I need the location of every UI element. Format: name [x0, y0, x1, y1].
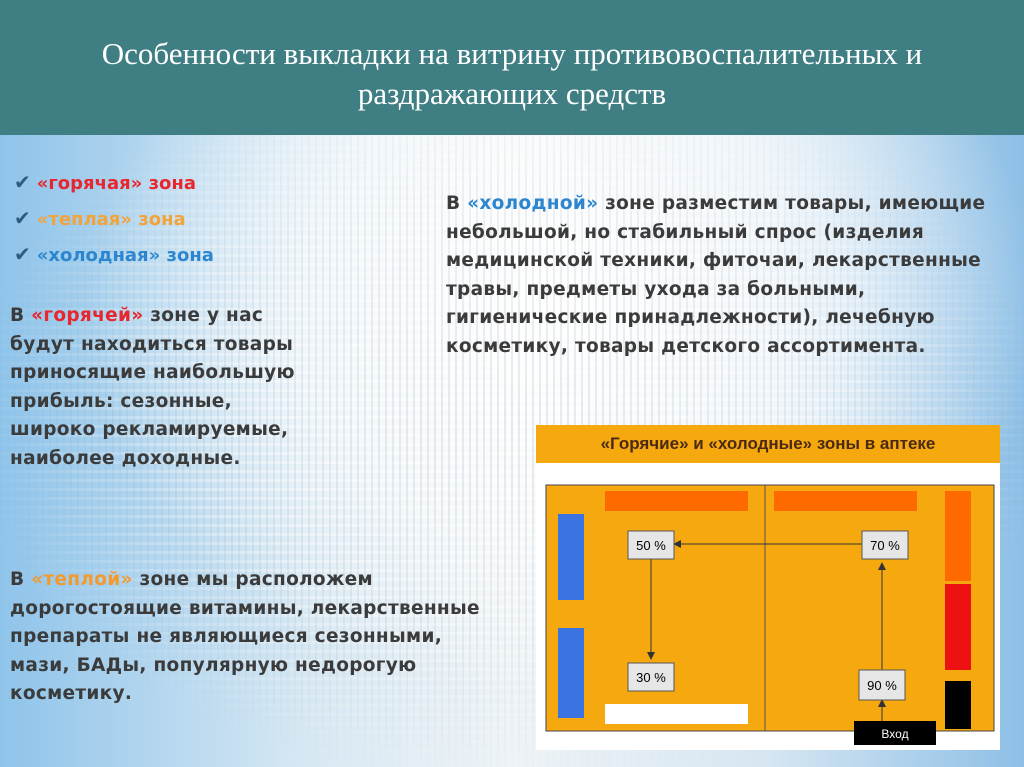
warm-prefix: В — [10, 569, 32, 590]
checkmark-icon: ✔ — [14, 170, 31, 194]
pharmacy-zones-diagram: «Горячие» и «холодные» зоны в аптеке 50 … — [536, 425, 1000, 750]
title-bar: Особенности выкладки на витрину противов… — [0, 0, 1024, 135]
hot-prefix: В — [10, 305, 32, 326]
hot-quote: «горячей» — [31, 305, 144, 326]
box-50 — [627, 530, 675, 560]
box-30 — [627, 662, 675, 692]
zone-item-cold: ✔«холодная» зона — [14, 236, 214, 272]
floor-plan — [545, 484, 995, 732]
zone-item-hot: ✔«горячая» зона — [14, 164, 214, 200]
label-entrance: Вход — [881, 727, 908, 741]
label-90: 90 % — [867, 678, 897, 693]
label-70: 70 % — [870, 538, 900, 553]
right-middle-shelf — [945, 584, 971, 670]
hot-zone-description: В «горячей» зоне у нас будут находиться … — [10, 302, 310, 473]
warm-quote: «теплой» — [31, 569, 133, 590]
box-90 — [858, 669, 906, 701]
top-right-shelf — [774, 491, 917, 511]
box-70 — [861, 530, 909, 560]
slide-title: Особенности выкладки на витрину противов… — [101, 36, 923, 111]
zone-hot-quote: «горячая» — [36, 173, 143, 194]
zone-item-warm: ✔«теплая» зона — [14, 200, 214, 236]
warm-body: зоне мы расположем дорогостоящие витамин… — [10, 569, 480, 704]
cold-body: зоне разместим товары, имеющие небольшой… — [446, 193, 986, 357]
right-top-shelf — [945, 491, 971, 581]
zone-warm-quote: «теплая» — [36, 209, 132, 230]
diagram-title: «Горячие» и «холодные» зоны в аптеке — [536, 425, 1000, 463]
diagram-canvas: 50 % 70 % 30 % 90 % Вход — [545, 484, 995, 745]
zone-warm-word: зона — [138, 209, 186, 230]
checkmark-icon: ✔ — [14, 242, 31, 266]
top-left-shelf — [605, 491, 748, 511]
zone-cold-word: зона — [166, 245, 214, 266]
label-50: 50 % — [636, 538, 666, 553]
zone-cold-quote: «холодная» — [36, 245, 161, 266]
right-bottom-shelf — [945, 681, 971, 729]
zone-list: ✔«горячая» зона ✔«теплая» зона ✔«холодна… — [14, 164, 214, 272]
zone-hot-word: зона — [148, 173, 196, 194]
hot-body: зоне у нас будут находиться товары прино… — [10, 305, 295, 469]
cold-quote: «холодной» — [467, 193, 599, 214]
left-upper-shelf — [558, 514, 584, 600]
bottom-left-shelf — [605, 704, 748, 724]
left-lower-shelf — [558, 628, 584, 718]
entrance-box — [854, 721, 936, 745]
checkmark-icon: ✔ — [14, 206, 31, 230]
cold-prefix: В — [446, 193, 468, 214]
warm-zone-description: В «теплой» зоне мы расположем дорогостоя… — [10, 566, 480, 709]
cold-zone-description: В «холодной» зоне разместим товары, имею… — [446, 190, 1006, 361]
label-30: 30 % — [636, 670, 666, 685]
